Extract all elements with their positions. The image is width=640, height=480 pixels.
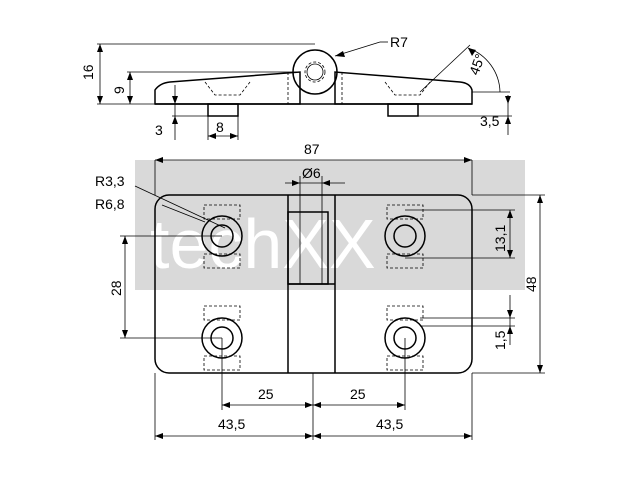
dim-total-height: 48	[523, 276, 539, 292]
dim-half-right: 43,5	[376, 416, 403, 432]
dim-depth: 3	[155, 122, 163, 138]
dim-boss-width: 8	[216, 119, 224, 135]
dim-half-left: 43,5	[218, 416, 245, 432]
side-view	[154, 49, 473, 117]
dim-counterbore-radius: R6,8	[95, 196, 125, 212]
dim-vertical-pitch: 28	[108, 280, 124, 296]
dim-hole-radius: R3,3	[95, 173, 125, 189]
front-dimensions: 87 Ø6 R3,3 R6,8 28 48 13,1 1,5	[95, 141, 545, 440]
side-dimensions: 16 9 3 8 R7 45° 3,5	[80, 34, 512, 140]
dim-offset: 3,5	[480, 113, 500, 129]
dim-width-total: 87	[304, 141, 320, 157]
dim-small-offset: 1,5	[492, 330, 508, 350]
dim-angle: 45°	[466, 52, 488, 77]
dim-radius-knuckle: R7	[390, 34, 408, 50]
watermark: techXX	[135, 160, 525, 290]
dim-hole-offset: 13,1	[492, 225, 508, 252]
dim-pitch-left: 25	[258, 386, 274, 402]
dim-height-leaf: 9	[111, 86, 127, 94]
dim-pin-dia: Ø6	[302, 165, 321, 181]
dim-height-total: 16	[80, 64, 96, 80]
watermark-text: techXX	[150, 205, 376, 283]
hole-top-right	[384, 204, 426, 269]
dim-pitch-right: 25	[350, 386, 366, 402]
